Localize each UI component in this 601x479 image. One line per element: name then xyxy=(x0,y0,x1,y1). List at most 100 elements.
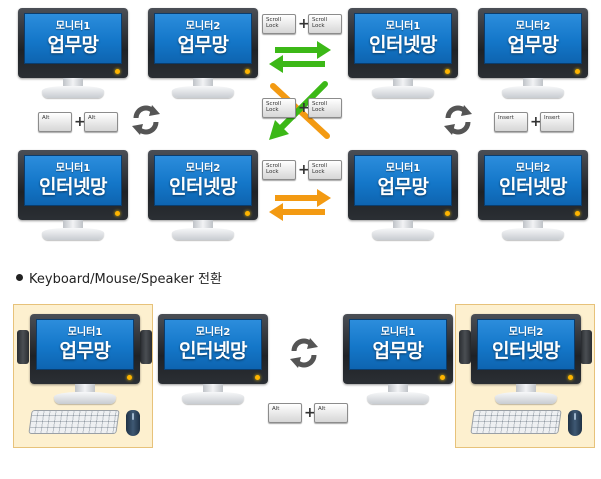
power-led-icon xyxy=(568,375,573,380)
key-alt: Alt xyxy=(38,112,72,132)
speaker-icon xyxy=(140,330,152,364)
monitor-number-label: 모니터2 xyxy=(185,162,221,174)
cycle-switch-icon xyxy=(290,338,318,368)
network-label: 업무망 xyxy=(59,339,111,362)
key-scroll-lock: Scroll Lock xyxy=(262,98,296,118)
key-insert: Insert xyxy=(494,112,528,132)
green-double-arrow-icon xyxy=(269,41,331,73)
monitor-screen: 모니터1 업무망 xyxy=(354,155,452,206)
network-label: 인터넷망 xyxy=(369,33,437,56)
network-label: 업무망 xyxy=(507,33,559,56)
monitor-number-label: 모니터2 xyxy=(515,162,551,174)
hotkey-scroll-lock-middle: Scroll Lock + Scroll Lock xyxy=(262,98,342,118)
network-label: 업무망 xyxy=(372,339,424,362)
power-led-icon xyxy=(115,69,120,74)
monitor-number-label: 모니터2 xyxy=(195,326,231,338)
mouse-icon xyxy=(126,410,140,436)
key-scroll-lock: Scroll Lock xyxy=(262,160,296,180)
monitor-number-label: 모니터1 xyxy=(380,326,416,338)
network-label: 업무망 xyxy=(47,33,99,56)
network-label: 인터넷망 xyxy=(492,339,560,362)
speaker-icon xyxy=(459,330,471,364)
power-led-icon xyxy=(115,211,120,216)
plus-sign: + xyxy=(298,100,310,116)
hotkey-insert: Insert + Insert xyxy=(494,112,574,132)
monitor-screen: 모니터1 업무망 xyxy=(349,319,447,370)
monitor-bottom-b: 모니터2 인터넷망 xyxy=(158,314,268,406)
power-led-icon xyxy=(255,375,260,380)
monitor-row2-c: 모니터1 업무망 xyxy=(348,150,458,242)
power-led-icon xyxy=(127,375,132,380)
green-diagonal-arrow-icon xyxy=(269,81,328,140)
monitor-bottom-d: 모니터2 인터넷망 xyxy=(471,314,581,406)
hotkey-alt-left: Alt + Alt xyxy=(38,112,118,132)
key-alt: Alt xyxy=(268,403,302,423)
monitor-row1-a: 모니터1 업무망 xyxy=(18,8,128,100)
monitor-bottom-a: 모니터1 업무망 xyxy=(30,314,140,406)
plus-sign: + xyxy=(298,16,310,32)
monitor-number-label: 모니터1 xyxy=(55,20,91,32)
monitor-bottom-c: 모니터1 업무망 xyxy=(343,314,453,406)
section-heading: Keyboard/Mouse/Speaker 전환 xyxy=(16,268,222,287)
plus-sign: + xyxy=(74,114,86,130)
monitor-screen: 모니터1 인터넷망 xyxy=(354,13,452,64)
monitor-number-label: 모니터1 xyxy=(67,326,103,338)
monitor-screen: 모니터2 인터넷망 xyxy=(164,319,262,370)
hotkey-scroll-lock-bottom: Scroll Lock + Scroll Lock xyxy=(262,160,342,180)
bullet-icon xyxy=(16,274,23,281)
switch-arrows-diagram xyxy=(269,41,331,221)
power-led-icon xyxy=(445,69,450,74)
monitor-row2-b: 모니터2 인터넷망 xyxy=(148,150,258,242)
power-led-icon xyxy=(440,375,445,380)
orange-double-arrow-icon xyxy=(269,189,331,221)
key-scroll-lock: Scroll Lock xyxy=(262,14,296,34)
power-led-icon xyxy=(575,211,580,216)
plus-sign: + xyxy=(530,114,542,130)
monitor-row1-b: 모니터2 업무망 xyxy=(148,8,258,100)
monitor-number-label: 모니터2 xyxy=(508,326,544,338)
key-scroll-lock: Scroll Lock xyxy=(308,160,342,180)
power-led-icon xyxy=(245,69,250,74)
hotkey-scroll-lock-top: Scroll Lock + Scroll Lock xyxy=(262,14,342,34)
power-led-icon xyxy=(575,69,580,74)
monitor-number-label: 모니터1 xyxy=(55,162,91,174)
network-label: 업무망 xyxy=(377,175,429,198)
key-alt: Alt xyxy=(84,112,118,132)
network-label: 인터넷망 xyxy=(39,175,107,198)
monitor-screen: 모니터2 업무망 xyxy=(484,13,582,64)
network-label: 인터넷망 xyxy=(169,175,237,198)
key-insert: Insert xyxy=(540,112,574,132)
speaker-icon xyxy=(17,330,29,364)
monitor-row2-d: 모니터2 인터넷망 xyxy=(478,150,588,242)
monitor-screen: 모니터1 업무망 xyxy=(36,319,134,370)
monitor-number-label: 모니터1 xyxy=(385,20,421,32)
section-heading-text: Keyboard/Mouse/Speaker 전환 xyxy=(29,272,222,287)
monitor-screen: 모니터2 업무망 xyxy=(154,13,252,64)
plus-sign: + xyxy=(304,405,316,421)
key-scroll-lock: Scroll Lock xyxy=(308,14,342,34)
power-led-icon xyxy=(445,211,450,216)
keyboard-icon xyxy=(28,410,120,434)
hotkey-alt-bottom: Alt + Alt xyxy=(268,403,348,423)
monitor-row1-d: 모니터2 업무망 xyxy=(478,8,588,100)
network-label: 인터넷망 xyxy=(499,175,567,198)
speaker-icon xyxy=(580,330,592,364)
network-label: 인터넷망 xyxy=(179,339,247,362)
monitor-screen: 모니터2 인터넷망 xyxy=(484,155,582,206)
mouse-icon xyxy=(568,410,582,436)
cycle-switch-icon xyxy=(444,105,472,135)
power-led-icon xyxy=(245,211,250,216)
monitor-number-label: 모니터1 xyxy=(385,162,421,174)
network-label: 업무망 xyxy=(177,33,229,56)
monitor-screen: 모니터1 인터넷망 xyxy=(24,155,122,206)
monitor-number-label: 모니터2 xyxy=(515,20,551,32)
monitor-row1-c: 모니터1 인터넷망 xyxy=(348,8,458,100)
key-scroll-lock: Scroll Lock xyxy=(308,98,342,118)
monitor-screen: 모니터2 인터넷망 xyxy=(477,319,575,370)
key-alt: Alt xyxy=(314,403,348,423)
keyboard-icon xyxy=(470,410,562,434)
monitor-number-label: 모니터2 xyxy=(185,20,221,32)
monitor-row2-a: 모니터1 인터넷망 xyxy=(18,150,128,242)
plus-sign: + xyxy=(298,162,310,178)
monitor-screen: 모니터1 업무망 xyxy=(24,13,122,64)
